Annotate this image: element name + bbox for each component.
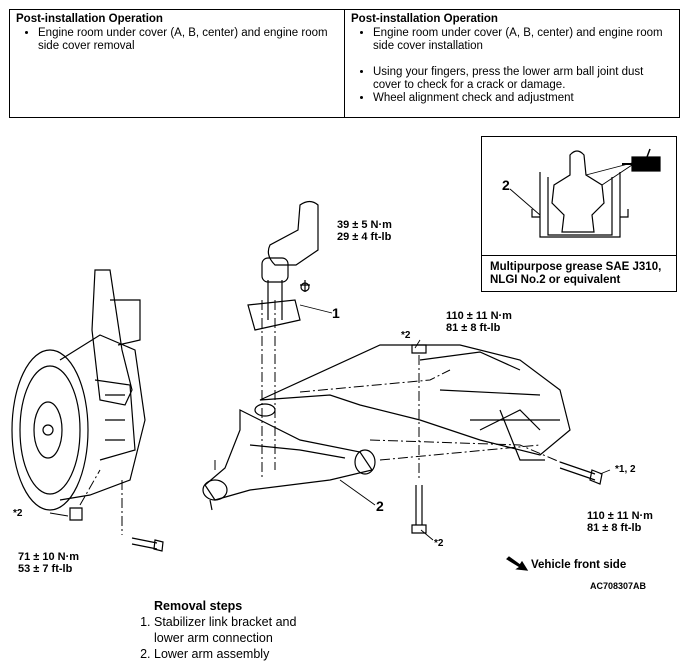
torque-ftlb: 81 ± 8 ft-lb — [587, 522, 642, 534]
right-item: Using your fingers, press the lower arm … — [373, 66, 673, 92]
brake-disc-illustration — [11, 334, 146, 511]
grease-inset: 2 Multipurpose grease SAE J310, NLGI No.… — [481, 136, 677, 292]
step-item: Lower arm assembly — [154, 646, 324, 662]
note-marker: *1, 2 — [615, 464, 636, 475]
post-operation-column: Post-installation Operation Engine room … — [344, 10, 679, 117]
right-list: Engine room under cover (A, B, center) a… — [351, 27, 673, 105]
stabilizer-link-illustration — [247, 200, 319, 331]
ball-joint-illustration — [509, 148, 661, 238]
figure-id: AC708307AB — [590, 581, 646, 591]
torque-nm: 110 ± 11 N·m — [587, 510, 653, 522]
removal-steps: Removal steps Stabilizer link bracket an… — [130, 598, 324, 662]
suspension-diagram — [11, 200, 611, 571]
figure-id-code: AC708307 — [590, 581, 634, 591]
inset-divider — [482, 255, 676, 256]
right-item: Wheel alignment check and adjustment — [373, 92, 673, 105]
figure-id-suffix: AB — [633, 581, 647, 591]
lower-arm-illustration — [202, 403, 376, 511]
assembly-lines — [79, 300, 561, 535]
torque-ftlb: 53 ± 7 ft-lb — [18, 563, 73, 575]
torque-nm: 110 ± 11 N·m — [446, 310, 512, 322]
removal-steps-list: Stabilizer link bracket and lower arm co… — [130, 614, 324, 662]
inset-item-label: 2 — [502, 177, 510, 193]
vehicle-front-arrow — [506, 556, 529, 571]
torque-ftlb: 29 ± 4 ft-lb — [337, 231, 392, 243]
rear-bolt-torque-callout: 110 ± 11 N·m 81 ± 8 ft-lb — [446, 310, 512, 334]
note-marker: *2 — [401, 330, 411, 341]
item-1-label: 1 — [332, 305, 340, 321]
left-heading: Post-installation Operation — [16, 13, 163, 25]
torque-nm: 71 ± 10 N·m — [18, 551, 80, 563]
subframe-illustration — [259, 344, 571, 461]
front-bolt-torque-callout: 110 ± 11 N·m 81 ± 8 ft-lb — [587, 510, 653, 534]
pre-operation-column: Post-installation Operation Engine room … — [10, 10, 344, 117]
left-list: Engine room under cover (A, B, center) a… — [16, 27, 338, 53]
grease-tube-icon — [622, 148, 661, 172]
link-torque-callout: 39 ± 5 N·m 29 ± 4 ft-lb — [337, 219, 392, 243]
strut-illustration — [91, 269, 141, 406]
step-item: Stabilizer link bracket and lower arm co… — [154, 614, 324, 646]
leader-lines — [49, 304, 611, 541]
note-marker: *2 — [13, 508, 23, 519]
right-heading: Post-installation Operation — [351, 13, 498, 25]
vehicle-front-label: Vehicle front side — [531, 559, 627, 571]
left-item: Engine room under cover (A, B, center) a… — [38, 27, 338, 53]
note-marker: *2 — [434, 538, 444, 549]
removal-steps-title: Removal steps — [154, 599, 243, 613]
torque-ftlb: 81 ± 8 ft-lb — [446, 322, 501, 334]
ball-joint-torque-callout: 71 ± 10 N·m 53 ± 7 ft-lb — [18, 551, 79, 575]
operation-table: Post-installation Operation Engine room … — [9, 9, 680, 118]
right-item: Engine room under cover (A, B, center) a… — [373, 27, 673, 53]
grease-caption: Multipurpose grease SAE J310, NLGI No.2 … — [490, 261, 662, 286]
item-2-label: 2 — [376, 498, 384, 514]
bolt-illustrations — [69, 344, 603, 552]
torque-nm: 39 ± 5 N·m — [337, 219, 392, 231]
